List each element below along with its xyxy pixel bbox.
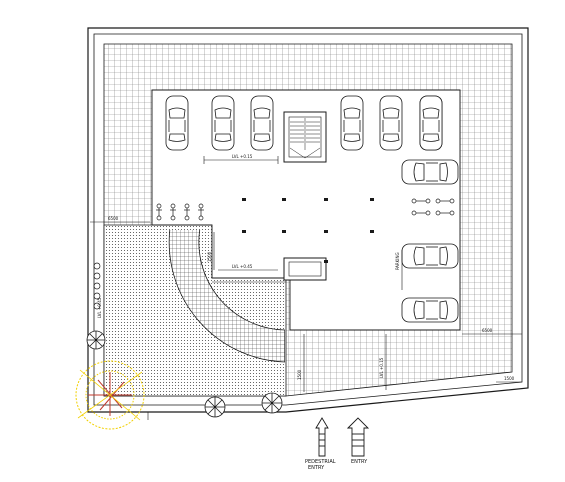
car-row-top — [165, 95, 443, 151]
car-icon — [165, 95, 189, 151]
shrub-3 — [261, 392, 283, 414]
columns — [242, 198, 374, 263]
pedestrian-entry-label-1: PEDESTRIAL — [305, 459, 336, 465]
bike-icon — [411, 198, 455, 204]
car-icon — [401, 243, 459, 269]
dimension-lines — [90, 156, 522, 420]
bike-icon — [184, 203, 190, 221]
dim-mid-label: LVL +0.45 — [232, 264, 253, 269]
dim-parking-label: PARKING — [395, 252, 400, 270]
dim-bottom-label: 1500 — [504, 376, 515, 381]
car-row-right — [401, 159, 459, 323]
vehicle-entry-arrow-icon — [346, 417, 370, 457]
dim-left-label: 6500 — [108, 216, 119, 221]
pedestrian-entry-arrow-icon — [315, 417, 329, 457]
pedestrian-entry-label-2: ENTRY — [308, 465, 325, 471]
curved-cobble-path — [168, 230, 285, 363]
shrub-1 — [86, 330, 106, 350]
shrub-2 — [204, 396, 226, 418]
dim-mid-right-label: 6500 — [482, 328, 493, 333]
level-right-label: LVL +0.15 — [379, 357, 384, 378]
dim-ramp-label: LVL +0.15 — [232, 154, 253, 159]
tree-cluster-yellow — [75, 360, 145, 430]
car-icon — [340, 95, 364, 151]
bike-icon — [411, 210, 455, 216]
car-icon — [250, 95, 274, 151]
site-boundary — [87, 27, 529, 413]
bike-icon — [156, 203, 162, 221]
car-icon — [379, 95, 403, 151]
car-icon — [401, 159, 459, 185]
dim-side-a-label: 1500 — [207, 251, 212, 262]
bike-icon — [198, 203, 204, 221]
vehicle-entry-label: ENTRY — [351, 459, 368, 465]
stair-core — [283, 111, 327, 163]
dim-side-b-label: 1500 — [297, 369, 302, 380]
car-icon — [211, 95, 235, 151]
hedge-row — [93, 262, 101, 310]
lift-shaft — [283, 257, 327, 281]
car-icon — [401, 297, 459, 323]
bike-parking — [156, 198, 455, 221]
bike-icon — [170, 203, 176, 221]
car-icon — [419, 95, 443, 151]
